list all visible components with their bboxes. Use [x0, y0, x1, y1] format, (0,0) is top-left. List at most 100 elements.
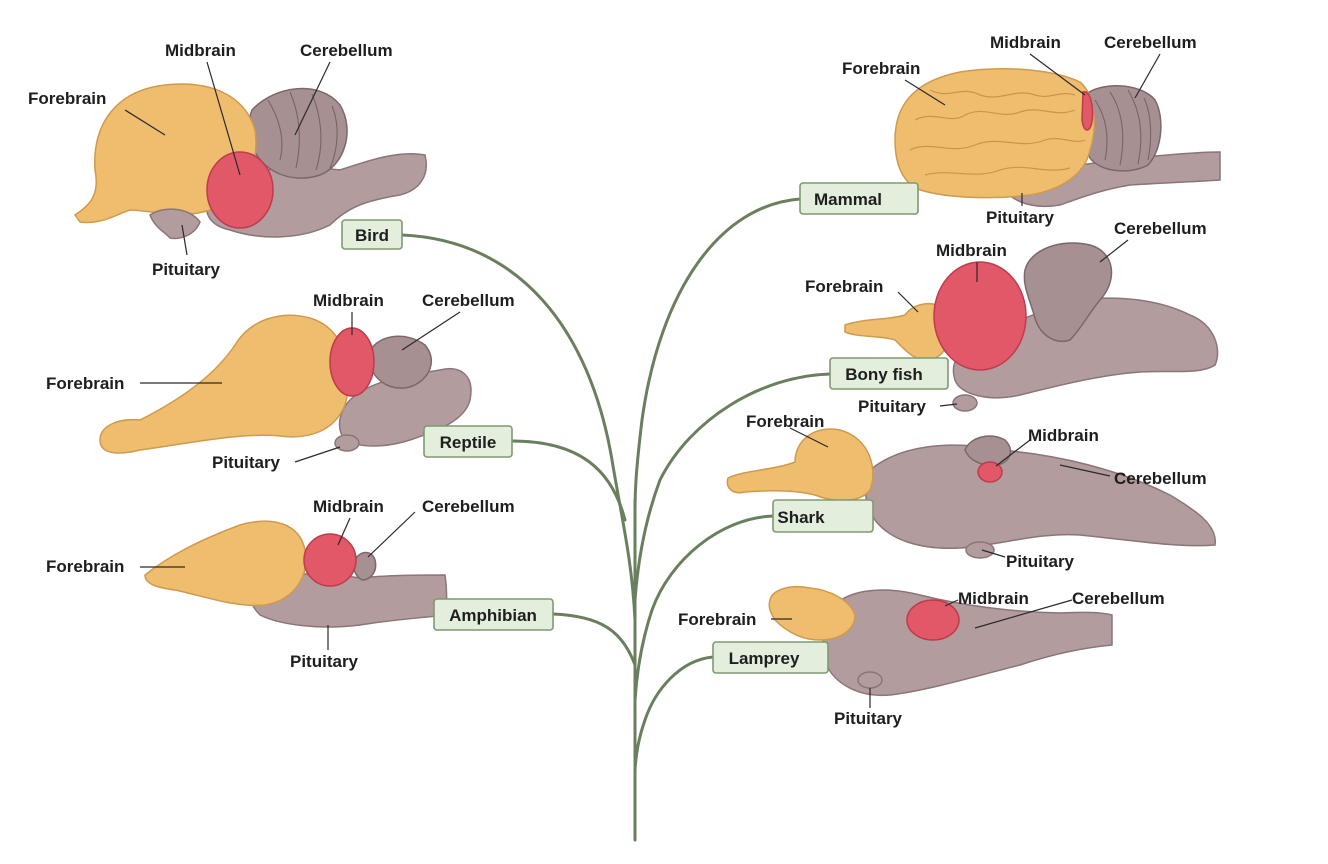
bony-fish-cerebellum [1023, 242, 1113, 342]
lamprey-pituitary-label: Pituitary [834, 709, 903, 728]
shark-midbrain [977, 461, 1003, 483]
reptile-cerebellum [367, 335, 432, 389]
tag-shark: Shark [772, 499, 874, 533]
reptile-brain [99, 314, 472, 454]
reptile-forebrain-label: Forebrain [46, 374, 124, 393]
taxon-tags: Bird Reptile Amphibian Mammal Bony fish … [341, 182, 949, 674]
shark-forebrain-label: Forebrain [746, 412, 824, 431]
shark-pituitary-body [965, 541, 995, 559]
tag-amphibian: Amphibian [433, 598, 554, 631]
bird-forebrain-label: Forebrain [28, 89, 106, 108]
lamprey-brain [768, 586, 1113, 697]
lamprey-brainstem [822, 589, 1113, 697]
reptile-pituitary-label: Pituitary [212, 453, 281, 472]
leader-lamprey-midbrain [944, 599, 959, 607]
reptile-forebrain [99, 314, 350, 454]
mammal-brainstem [999, 151, 1221, 207]
tag-bird: Bird [341, 219, 403, 250]
leader-bird-pituitary [181, 224, 188, 256]
bird-pituitary-label: Pituitary [152, 260, 221, 279]
tag-lamprey-label: Lamprey [729, 649, 800, 668]
phylogenetic-tree [400, 197, 832, 842]
bird-cerebellum-label: Cerebellum [300, 41, 393, 60]
amphibian-cerebellum [353, 551, 377, 581]
shark-brain [726, 428, 1216, 559]
tag-shark-label: Shark [777, 508, 825, 527]
bird-midbrain [206, 151, 274, 229]
amphibian-forebrain-label: Forebrain [46, 557, 124, 576]
shark-forebrain [726, 428, 874, 502]
mammal-midbrain [1081, 91, 1094, 131]
leader-mammal-forebrain [904, 79, 946, 106]
bony-fish-pituitary-body [952, 394, 978, 412]
leader-shark-pituitary [981, 549, 1006, 558]
amphibian-midbrain [303, 533, 357, 587]
leader-reptile-cerebellum [401, 311, 461, 351]
amphibian-pituitary-label: Pituitary [290, 652, 359, 671]
mammal-brain [894, 68, 1221, 207]
mammal-forebrain [894, 68, 1096, 199]
mammal-forebrain-label: Forebrain [842, 59, 920, 78]
leader-shark-midbrain [995, 439, 1031, 467]
mammal-midbrain-label: Midbrain [990, 33, 1061, 52]
shark-pituitary-label: Pituitary [1006, 552, 1075, 571]
mammal-cerebellum-label: Cerebellum [1104, 33, 1197, 52]
tag-reptile: Reptile [423, 425, 513, 458]
leader-lamprey-cerebellum [974, 599, 1073, 629]
bony-fish-midbrain [933, 261, 1027, 371]
mammal-forebrain-gyri [909, 89, 1086, 176]
leader-amphibian-midbrain [337, 517, 351, 546]
leader-shark-cerebellum [1059, 464, 1111, 477]
tag-mammal-label: Mammal [814, 190, 882, 209]
lamprey-midbrain [906, 599, 960, 641]
leader-bonyfish-cerebellum [1099, 239, 1129, 263]
amphibian-midbrain-label: Midbrain [313, 497, 384, 516]
bony-fish-forebrain-label: Forebrain [805, 277, 883, 296]
reptile-pituitary-body [334, 434, 360, 452]
tag-reptile-label: Reptile [440, 433, 497, 452]
leader-bonyfish-forebrain [897, 291, 919, 313]
part-labels: Forebrain Midbrain Cerebellum Pituitary … [28, 33, 1207, 728]
reptile-midbrain [329, 327, 375, 397]
leader-lines [124, 53, 1161, 708]
leader-bonyfish-pituitary [939, 403, 958, 407]
bony-fish-midbrain-label: Midbrain [936, 241, 1007, 260]
bony-fish-pituitary-label: Pituitary [858, 397, 927, 416]
branch-shark [633, 514, 775, 702]
mammal-pituitary-label: Pituitary [986, 208, 1055, 227]
shark-brainstem [864, 444, 1216, 549]
lamprey-midbrain-label: Midbrain [958, 589, 1029, 608]
reptile-midbrain-label: Midbrain [313, 291, 384, 310]
bony-fish-cerebellum-label: Cerebellum [1114, 219, 1207, 238]
branch-lamprey [633, 655, 715, 772]
tag-mammal: Mammal [799, 182, 919, 215]
leader-bird-forebrain [124, 109, 166, 136]
shark-cerebellum-label: Cerebellum [1114, 469, 1207, 488]
leader-mammal-midbrain [1029, 53, 1086, 96]
tag-amphibian-label: Amphibian [449, 606, 537, 625]
lamprey-cerebellum-label: Cerebellum [1072, 589, 1165, 608]
amphibian-brain [144, 520, 448, 628]
branch-mammal [633, 197, 802, 512]
shark-midbrain-label: Midbrain [1028, 426, 1099, 445]
amphibian-forebrain [144, 520, 307, 607]
branch-reptile [510, 439, 627, 522]
leader-bird-cerebellum [294, 61, 331, 136]
tag-lamprey: Lamprey [712, 641, 829, 674]
branch-amphibian [551, 612, 637, 667]
branch-bony-fish [633, 372, 832, 602]
lamprey-pituitary-body [857, 671, 883, 689]
leader-amphibian-cerebellum [367, 511, 416, 558]
leader-bird-midbrain [206, 61, 241, 176]
tag-bird-label: Bird [355, 226, 389, 245]
bird-brain [73, 83, 427, 240]
bird-pituitary-body [149, 208, 201, 240]
mammal-cerebellum-folds [1094, 89, 1152, 166]
lamprey-forebrain [768, 586, 856, 641]
branch-bird [400, 233, 637, 622]
leader-mammal-cerebellum [1134, 53, 1161, 99]
tag-bony-fish: Bony fish [829, 357, 949, 390]
amphibian-cerebellum-label: Cerebellum [422, 497, 515, 516]
bony-fish-brain [844, 242, 1219, 412]
leader-reptile-pituitary [294, 446, 341, 463]
